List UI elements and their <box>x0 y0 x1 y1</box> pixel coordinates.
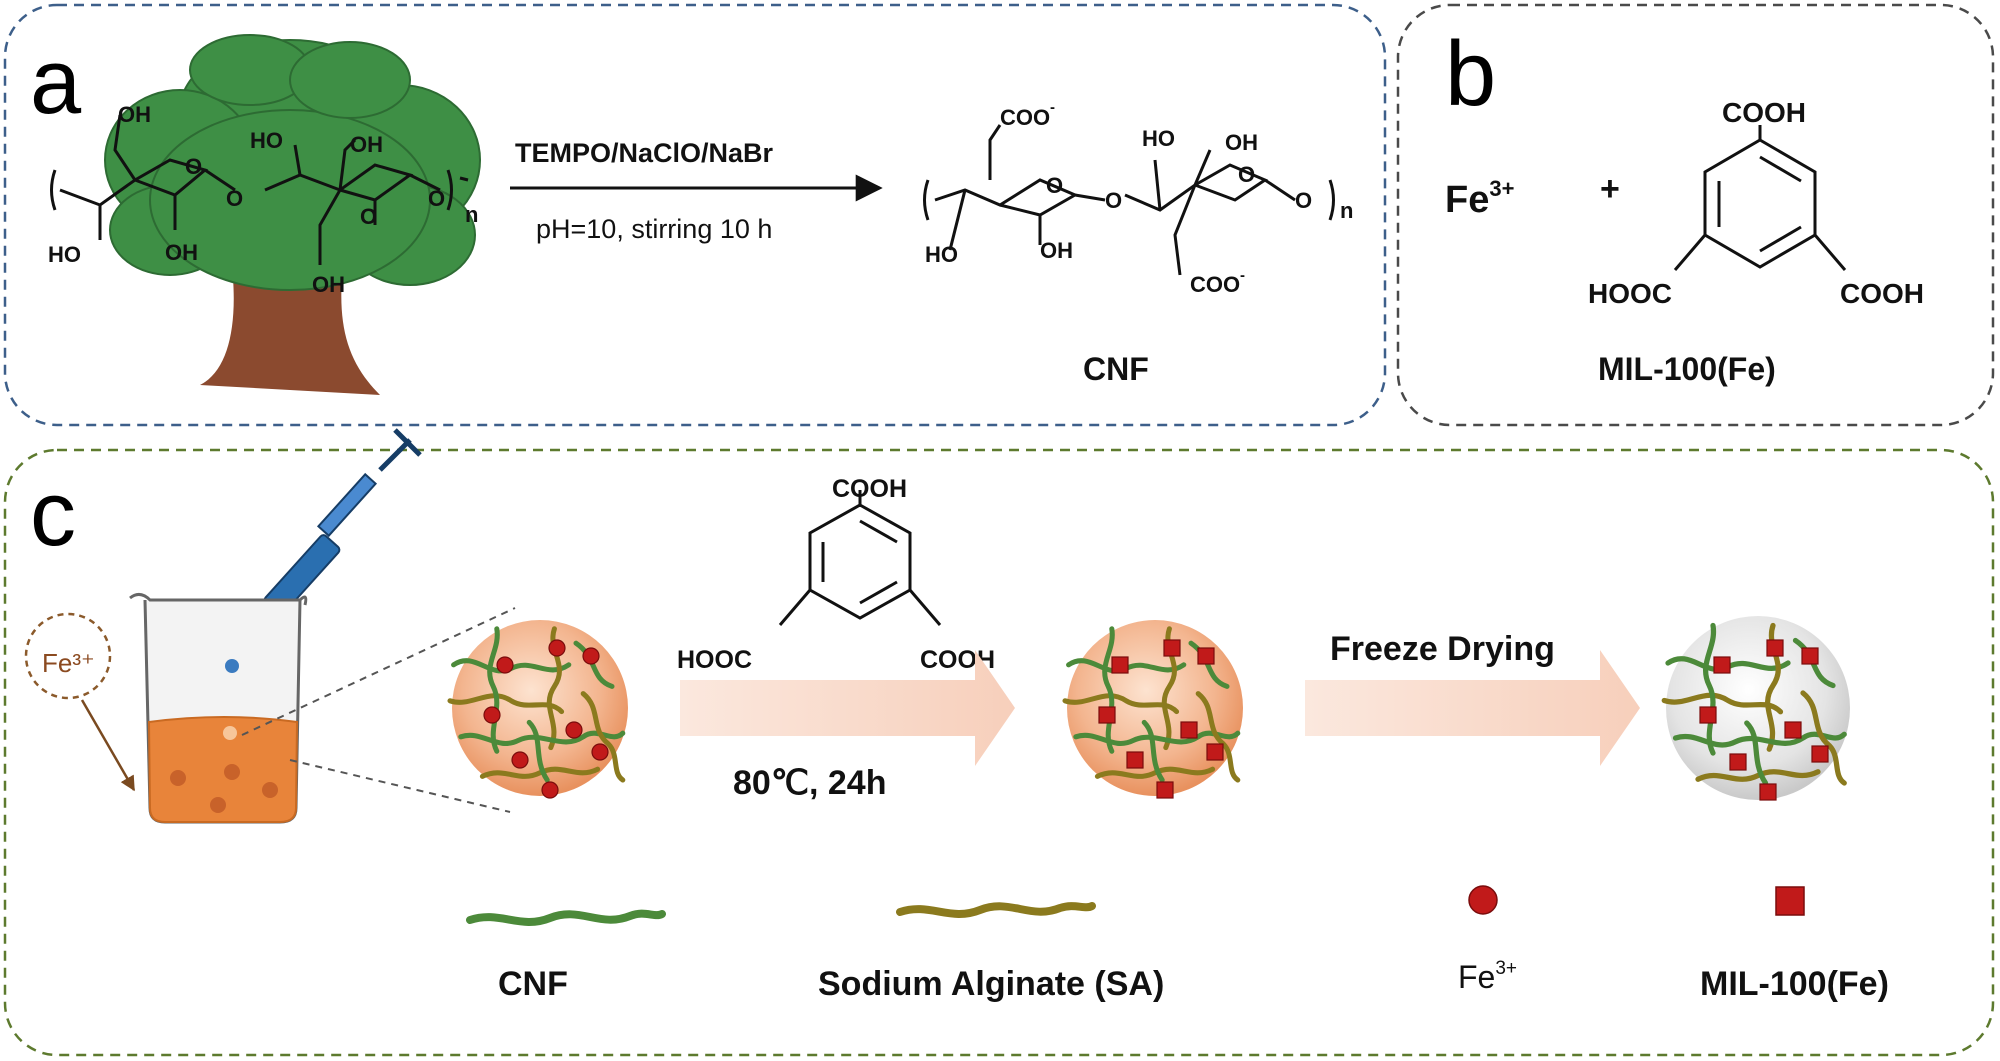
zoom-line-top <box>241 607 516 736</box>
panel-c: c Fe³⁺ <box>3 428 1995 1057</box>
cnf-ho-bottom: HO <box>925 242 958 267</box>
cnf-o-end: O <box>1295 188 1312 213</box>
beaker-icon <box>129 593 308 824</box>
btc-linker-c <box>778 490 942 626</box>
cnf-n: n <box>1340 198 1353 223</box>
cnf-o-ring-1: O <box>1046 173 1063 198</box>
cellulose-ho-1: HO <box>250 128 283 153</box>
sphere-aerogel <box>1664 616 1850 801</box>
conditions-label: pH=10, stirring 10 h <box>536 214 772 244</box>
cellulose-structure <box>50 114 469 265</box>
btc-left-group-b: HOOC <box>1588 278 1672 309</box>
cellulose-o-end: O <box>428 186 445 211</box>
panel-a: a <box>3 3 1387 427</box>
cnf-coo-bottom-charge: - <box>1240 267 1245 284</box>
tree-canopy <box>104 34 481 291</box>
sphere-fe-network <box>450 620 628 799</box>
cnf-coo-top-charge: - <box>1050 99 1055 116</box>
plus-sign: + <box>1600 170 1620 208</box>
cnf-o-bridge: O <box>1105 188 1122 213</box>
legend-sa-label: Sodium Alginate (SA) <box>818 965 1164 1003</box>
cnf-oh-top: OH <box>1225 130 1258 155</box>
cellulose-oh-2: OH <box>350 132 383 157</box>
step2-label: Freeze Drying <box>1330 630 1555 668</box>
linker-top-group: COOH <box>832 475 907 503</box>
cnf-ho-top: HO <box>1142 126 1175 151</box>
cellulose-oh-4: OH <box>312 272 345 297</box>
legend-cnf-swatch <box>466 909 666 926</box>
sphere-mof-network <box>1065 620 1243 799</box>
cnf-structure <box>923 124 1335 276</box>
cellulose-n: n <box>465 202 478 227</box>
tree-illustration <box>104 34 481 395</box>
legend-mof-swatch <box>1775 886 1805 916</box>
cellulose-oh-3: OH <box>165 240 198 265</box>
panel-b-border <box>1396 3 1995 427</box>
fe-ion-bubble <box>24 612 112 700</box>
panel-c-border <box>3 448 1995 1057</box>
legend-fe-label: Fe3+ <box>1458 958 1517 995</box>
step1-conditions: 80℃, 24h <box>733 764 886 802</box>
process-arrow-2 <box>1305 650 1640 766</box>
legend-mof-label: MIL-100(Fe) <box>1700 965 1889 1003</box>
cellulose-ho-2: HO <box>48 242 81 267</box>
fe-ion-label: Fe3+ <box>1445 176 1514 221</box>
btc-linker-b <box>1673 125 1847 271</box>
panel-a-border <box>3 3 1387 427</box>
panel-b: b Fe3+ + COOH HOOC COOH MIL-100(Fe) <box>1396 3 1995 427</box>
bubble-pointer <box>80 699 136 792</box>
panel-b-letter: b <box>1445 23 1496 125</box>
syringe-icon <box>263 428 422 616</box>
legend-sa-swatch <box>896 902 1096 918</box>
zoom-line-bottom <box>289 759 511 813</box>
legend-fe-swatch <box>1468 885 1498 915</box>
panel-c-letter: c <box>30 463 76 565</box>
droplet <box>225 659 239 673</box>
cellulose-o-ring-2: O <box>360 204 377 229</box>
cnf-coo-top: COO <box>1000 105 1050 130</box>
cellulose-o-ring-1: O <box>185 154 202 179</box>
btc-top-group-b: COOH <box>1722 97 1806 128</box>
cnf-labels: COO - HO OH O O O O HO OH COO - n <box>925 99 1353 297</box>
btc-right-group-b: COOH <box>1840 278 1924 309</box>
linker-left-group: HOOC <box>677 646 752 674</box>
cnf-oh-bottom: OH <box>1040 238 1073 263</box>
process-arrow-1 <box>680 650 1015 766</box>
mof-product-label: MIL-100(Fe) <box>1598 351 1776 387</box>
cnf-coo-bottom: COO <box>1190 272 1240 297</box>
cellulose-labels: OH HO OH HO OH OH O O O O n <box>48 102 478 297</box>
cnf-o-ring-2: O <box>1238 162 1255 187</box>
cellulose-oh-1: OH <box>118 102 151 127</box>
cellulose-o-bridge: O <box>226 186 243 211</box>
panel-a-letter: a <box>30 31 82 133</box>
legend-cnf-label: CNF <box>498 965 568 1003</box>
cnf-product-label: CNF <box>1083 351 1149 387</box>
reagents-label: TEMPO/NaClO/NaBr <box>515 138 774 168</box>
fe-ion-bubble-label: Fe³⁺ <box>42 648 95 678</box>
legend: CNF Sodium Alginate (SA) Fe3+ MIL-100(Fe… <box>466 885 1889 1003</box>
solution <box>147 716 299 823</box>
